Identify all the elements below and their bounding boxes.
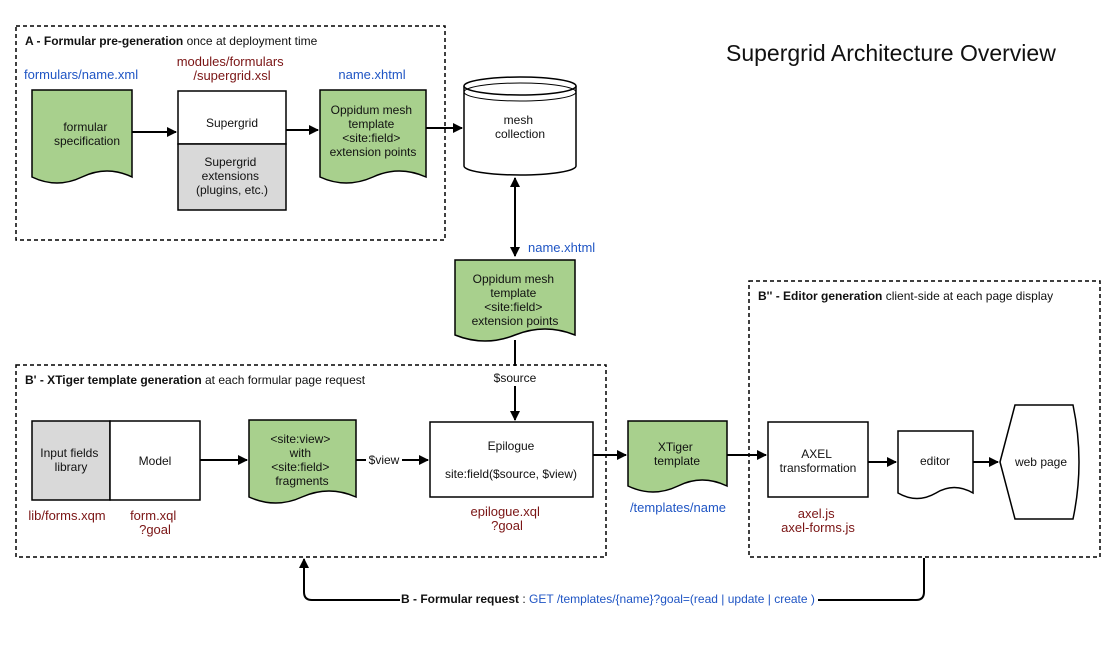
supergrid-ext-line-2: extensions bbox=[202, 169, 259, 183]
mesh-template-mid-line-1: Oppidum mesh bbox=[473, 272, 554, 286]
mesh-collection-body bbox=[463, 86, 577, 176]
epilogue-xql-line-1: epilogue.xql bbox=[470, 504, 539, 519]
file-label-lib-forms: lib/forms.xqm bbox=[28, 508, 105, 523]
epilogue-title: Epilogue bbox=[488, 439, 535, 453]
supergrid-label: Supergrid bbox=[206, 116, 258, 130]
xtiger-line-2: template bbox=[654, 454, 700, 468]
section-bprime-heading-rest: at each formular page request bbox=[202, 373, 366, 387]
mesh-template-top-line-3: <site:field> bbox=[342, 131, 400, 145]
file-label-modules-formulars: modules/formulars /supergrid.xsl bbox=[177, 54, 288, 83]
mesh-collection-line-2: collection bbox=[495, 127, 545, 141]
section-a-heading: A - Formular pre-generation once at depl… bbox=[25, 34, 318, 48]
formular-spec-line-1: formular bbox=[63, 120, 107, 134]
file-label-axel-js: axel.js axel-forms.js bbox=[781, 506, 855, 535]
form-xql-line-2: ?goal bbox=[139, 522, 171, 537]
axel-line-2: transformation bbox=[780, 461, 857, 475]
section-bprime-heading-bold: B' - XTiger template generation bbox=[25, 373, 202, 387]
mesh-collection-top bbox=[463, 76, 577, 96]
axel-js-line-1: axel.js bbox=[798, 506, 835, 521]
request-arrow-left bbox=[299, 558, 400, 601]
file-label-templates-name: /templates/name bbox=[630, 500, 726, 515]
site-view-line-2: with bbox=[289, 446, 311, 460]
mesh-template-mid-shape bbox=[454, 259, 576, 342]
edge-label-source: $source bbox=[494, 371, 537, 385]
supergrid-ext-line-3: (plugins, etc.) bbox=[196, 183, 268, 197]
section-a-heading-bold: A - Formular pre-generation bbox=[25, 34, 183, 48]
input-fields-line-1: Input fields bbox=[40, 446, 98, 460]
mesh-collection-line-1: mesh bbox=[504, 113, 533, 127]
file-label-form-xql: form.xql ?goal bbox=[130, 508, 180, 537]
mesh-collection-rim bbox=[463, 82, 577, 102]
section-a-box bbox=[15, 25, 446, 241]
section-bprime-box bbox=[15, 364, 607, 558]
axel-line-1: AXEL bbox=[801, 447, 832, 461]
request-label-sep: : bbox=[519, 592, 529, 606]
model-box bbox=[109, 420, 201, 501]
supergrid-extensions-box bbox=[177, 143, 287, 211]
request-label: B - Formular request : GET /templates/{n… bbox=[401, 592, 815, 606]
file-label-name-xhtml-top: name.xhtml bbox=[338, 67, 405, 82]
input-fields-line-2: library bbox=[55, 460, 88, 474]
xtiger-line-1: XTiger bbox=[658, 440, 693, 454]
site-view-line-4: fragments bbox=[275, 474, 328, 488]
file-label-formulars-name-xml: formulars/name.xml bbox=[24, 67, 138, 82]
site-view-line-1: <site:view> bbox=[270, 432, 330, 446]
epilogue-box bbox=[429, 421, 594, 498]
diagram-title: Supergrid Architecture Overview bbox=[726, 40, 1056, 66]
mesh-template-mid-line-2: template bbox=[490, 286, 536, 300]
file-label-epilogue-xql: epilogue.xql ?goal bbox=[470, 504, 543, 533]
formular-spec-line-2: specification bbox=[54, 134, 120, 148]
mesh-template-mid-line-3: <site:field> bbox=[484, 300, 542, 314]
section-a-heading-rest: once at deployment time bbox=[183, 34, 317, 48]
mesh-template-top-line-4: extension points bbox=[330, 145, 417, 159]
editor-label: editor bbox=[920, 454, 950, 468]
form-xql-line-1: form.xql bbox=[130, 508, 176, 523]
site-view-line-3: <site:field> bbox=[271, 460, 329, 474]
editor-shape bbox=[897, 430, 974, 500]
axel-transformation-box bbox=[767, 421, 869, 498]
mesh-template-mid-text: Oppidum mesh template <site:field> exten… bbox=[472, 272, 559, 328]
mesh-template-top-line-2: template bbox=[348, 117, 394, 131]
edge-label-view: $view bbox=[369, 453, 400, 467]
modules-formulars-line-2: /supergrid.xsl bbox=[193, 68, 270, 83]
formular-spec-text: formular specification bbox=[54, 120, 120, 148]
xtiger-template-shape bbox=[627, 420, 728, 493]
supergrid-box bbox=[177, 90, 287, 145]
axel-transformation-text: AXEL transformation bbox=[780, 447, 857, 475]
section-bdouble-heading-bold: B'' - Editor generation bbox=[758, 289, 882, 303]
section-bdouble-heading: B'' - Editor generation client-side at e… bbox=[758, 289, 1053, 303]
epilogue-call: site:field($source, $view) bbox=[445, 467, 577, 481]
file-label-name-xhtml-mid: name.xhtml bbox=[528, 240, 595, 255]
request-label-bold: B - Formular request bbox=[401, 592, 519, 606]
mesh-template-top-shape bbox=[319, 89, 427, 184]
section-bprime-heading: B' - XTiger template generation at each … bbox=[25, 373, 366, 387]
web-page-label: web page bbox=[1014, 455, 1067, 469]
site-view-fragments-text: <site:view> with <site:field> fragments bbox=[270, 432, 333, 488]
input-fields-library-text: Input fields library bbox=[40, 446, 101, 474]
xtiger-template-text: XTiger template bbox=[654, 440, 700, 468]
mesh-template-top-text: Oppidum mesh template <site:field> exten… bbox=[330, 103, 417, 159]
supergrid-ext-line-1: Supergrid bbox=[204, 155, 256, 169]
model-label: Model bbox=[139, 454, 172, 468]
modules-formulars-line-1: modules/formulars bbox=[177, 54, 284, 69]
request-line-right bbox=[818, 558, 925, 601]
mesh-collection-text: mesh collection bbox=[495, 113, 545, 141]
web-page-display-shape bbox=[999, 404, 1080, 520]
mesh-template-top-line-1: Oppidum mesh bbox=[331, 103, 412, 117]
epilogue-xql-line-2: ?goal bbox=[491, 518, 523, 533]
section-bdouble-heading-rest: client-side at each page display bbox=[882, 289, 1053, 303]
mesh-template-mid-line-4: extension points bbox=[472, 314, 559, 328]
request-url: GET /templates/{name}?goal=(read | updat… bbox=[529, 592, 815, 606]
section-bdouble-box bbox=[748, 280, 1101, 558]
formular-spec-shape bbox=[31, 89, 133, 184]
axel-js-line-2: axel-forms.js bbox=[781, 520, 855, 535]
supergrid-extensions-text: Supergrid extensions (plugins, etc.) bbox=[196, 155, 268, 197]
site-view-fragments-shape bbox=[248, 419, 357, 504]
